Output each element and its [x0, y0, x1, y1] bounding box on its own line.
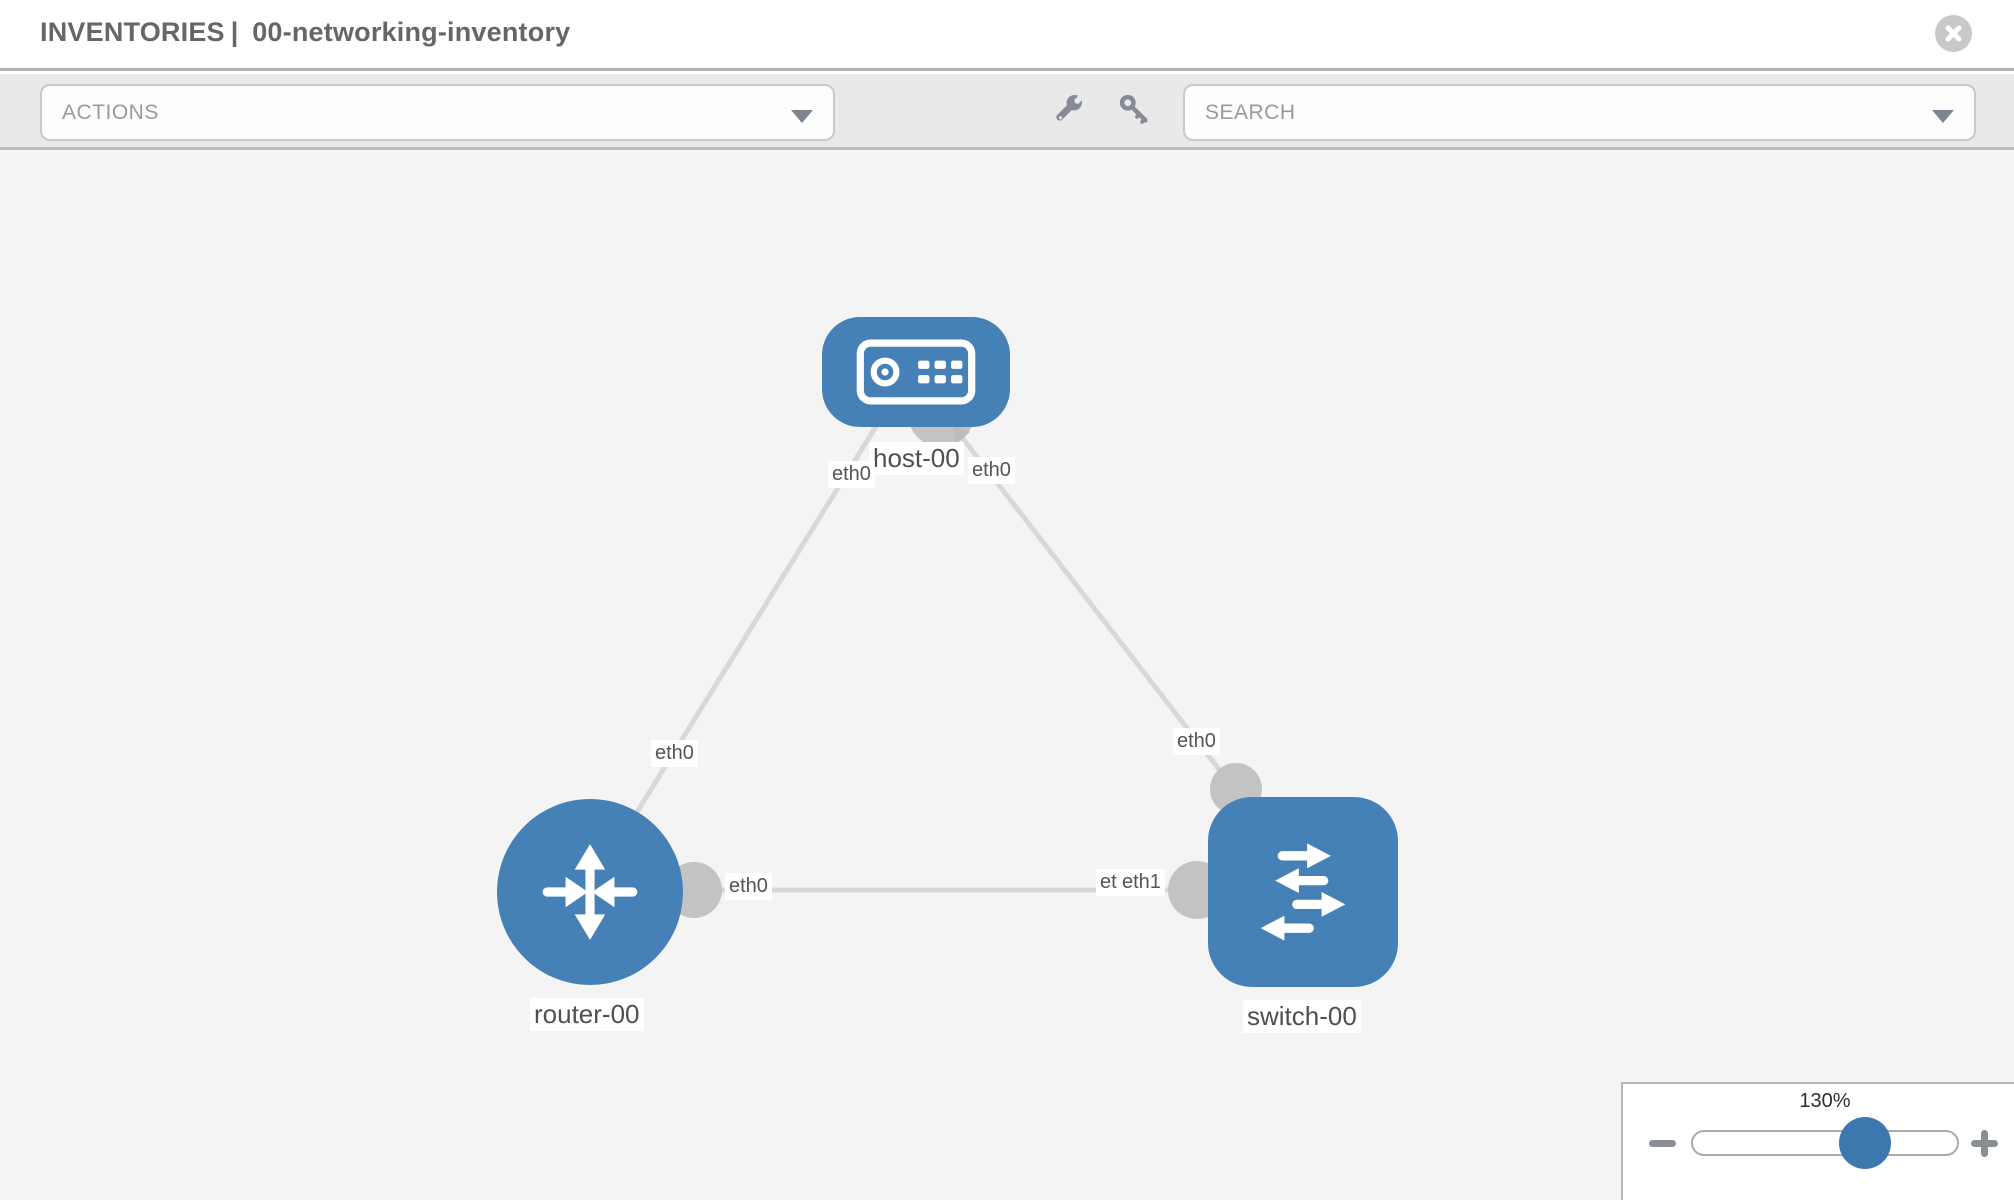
node-label-switch: switch-00 [1243, 1000, 1361, 1033]
zoom-slider-track[interactable] [1691, 1130, 1959, 1156]
zoom-panel: 130% [1621, 1082, 2014, 1200]
iflabel-router-top: eth0 [651, 740, 698, 767]
node-switch-00[interactable] [1208, 797, 1398, 987]
page-title: INVENTORIES| 00-networking-inventory [40, 17, 576, 48]
zoom-out-button[interactable] [1649, 1140, 1676, 1147]
chevron-down-icon [1932, 110, 1954, 123]
zoom-level-value: 130% [1799, 1090, 1851, 1112]
iflabel-host-left: eth0 [828, 461, 875, 488]
breadcrumb-section: INVENTORIES [40, 17, 225, 47]
inventory-name: 00-networking-inventory [252, 17, 571, 47]
iflabel-switch-top: eth0 [1173, 728, 1220, 755]
iflabel-host-right: eth0 [968, 457, 1015, 484]
zoom-in-button[interactable] [1971, 1130, 1998, 1157]
node-router-00[interactable] [497, 799, 683, 985]
toolbar: ACTIONS SEARCH [0, 74, 2014, 150]
zoom-slider-handle[interactable] [1839, 1117, 1891, 1169]
link-host-router[interactable] [603, 418, 883, 864]
switch-icon [1260, 843, 1346, 941]
credentials-button[interactable] [1112, 87, 1156, 131]
node-label-host: host-00 [869, 442, 964, 475]
host-icon [856, 339, 976, 405]
actions-dropdown[interactable]: ACTIONS [40, 84, 835, 141]
chevron-down-icon [791, 110, 813, 123]
topology-canvas[interactable]: host-00 router-00 switch-00 eth0 eth0 et… [0, 150, 2014, 1200]
wrench-icon [1056, 94, 1083, 121]
link-arrowhead [952, 424, 970, 443]
search-dropdown[interactable]: SEARCH [1183, 84, 1976, 141]
close-button[interactable] [1935, 15, 1972, 52]
router-icon [542, 844, 638, 940]
close-icon [1945, 25, 1962, 42]
node-host-00[interactable] [822, 317, 1010, 427]
header-bar: INVENTORIES| 00-networking-inventory [0, 0, 2014, 71]
topology-links-layer [603, 381, 1262, 919]
search-dropdown-label: SEARCH [1205, 100, 1296, 124]
iflabel-switch-left: eth1 [1118, 869, 1165, 896]
actions-dropdown-label: ACTIONS [62, 100, 159, 124]
breadcrumb-separator: | [230, 17, 239, 47]
key-icon [1119, 94, 1148, 124]
iflabel-router-right: eth0 [725, 873, 772, 900]
node-label-router: router-00 [530, 998, 644, 1031]
tools-button[interactable] [1048, 87, 1092, 131]
